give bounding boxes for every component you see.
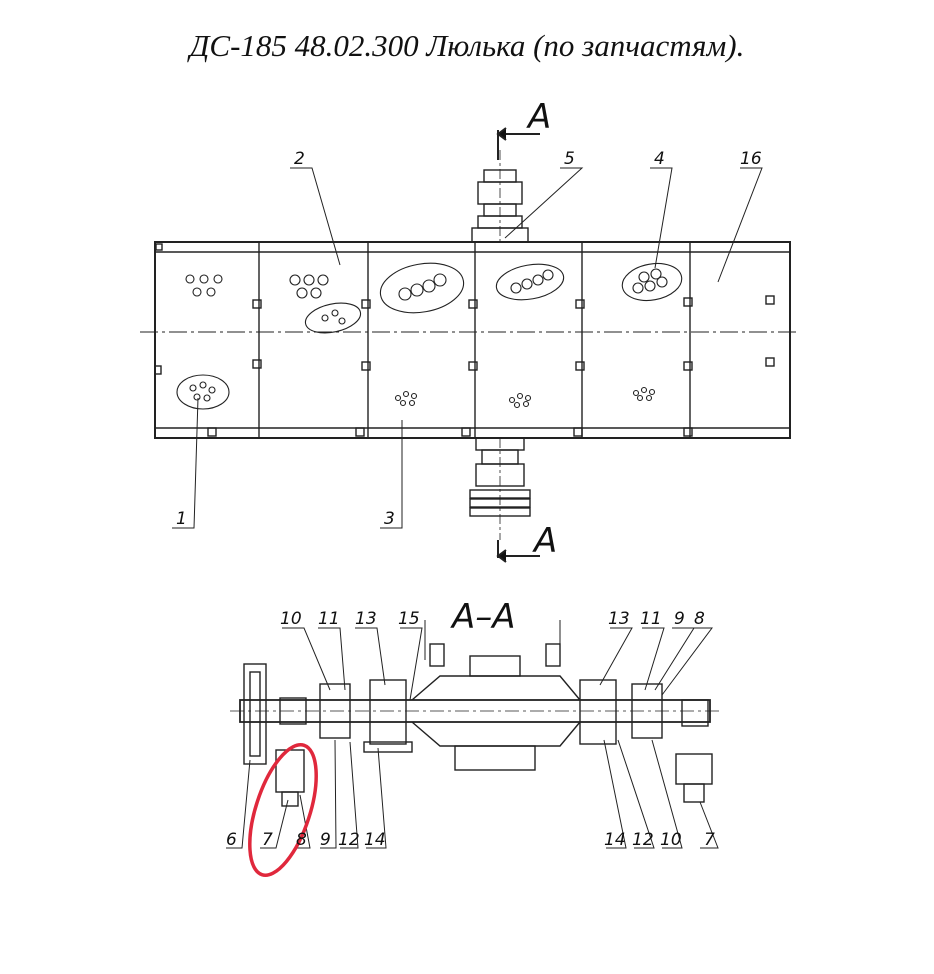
- vibrator-bottom: [469, 437, 531, 540]
- top-view-frame: [140, 241, 800, 439]
- page-title: ДС-185 48.02.300 Люлька (по запчастям).: [189, 28, 745, 63]
- section-callout-14-left: 14: [364, 830, 386, 850]
- section-callout-10-right: 10: [660, 830, 682, 850]
- section-callout-10-left: 10: [280, 609, 302, 629]
- section-arrows: [496, 127, 540, 563]
- callout-1: 1: [176, 509, 187, 529]
- highlight-ellipse: [248, 743, 318, 877]
- sieve-holes: [176, 262, 683, 410]
- section-leaders: [226, 627, 719, 849]
- callout-3: 3: [384, 509, 395, 529]
- section-callout-8-right: 8: [694, 609, 705, 629]
- callout-2: 2: [294, 149, 305, 169]
- callout-5: 5: [564, 149, 575, 169]
- section-callout-7-right: 7: [704, 830, 715, 850]
- section-callout-6: 6: [226, 830, 237, 850]
- callout-16: 16: [740, 149, 762, 169]
- section-callout-15: 15: [398, 609, 420, 629]
- section-view: [230, 620, 720, 807]
- section-callout-9-right: 9: [674, 609, 685, 629]
- section-title: А–А: [450, 597, 516, 637]
- section-callout-11-right: 11: [640, 609, 662, 629]
- section-callout-13-left: 13: [355, 609, 377, 629]
- vibrator-top: [471, 150, 529, 243]
- section-marker-bottom: А: [532, 521, 557, 561]
- section-callout-11-left: 11: [318, 609, 340, 629]
- section-callout-8-left: 8: [296, 830, 307, 850]
- top-view-leaders: [172, 167, 763, 529]
- section-callout-7-left: 7: [262, 830, 273, 850]
- section-callout-12-left: 12: [338, 830, 360, 850]
- section-marker-top: А: [526, 97, 551, 137]
- section-callout-12-right: 12: [632, 830, 654, 850]
- section-callout-9-left: 9: [320, 830, 331, 850]
- callout-4: 4: [654, 149, 665, 169]
- section-callout-14-right: 14: [604, 830, 626, 850]
- section-callout-13-right: 13: [608, 609, 630, 629]
